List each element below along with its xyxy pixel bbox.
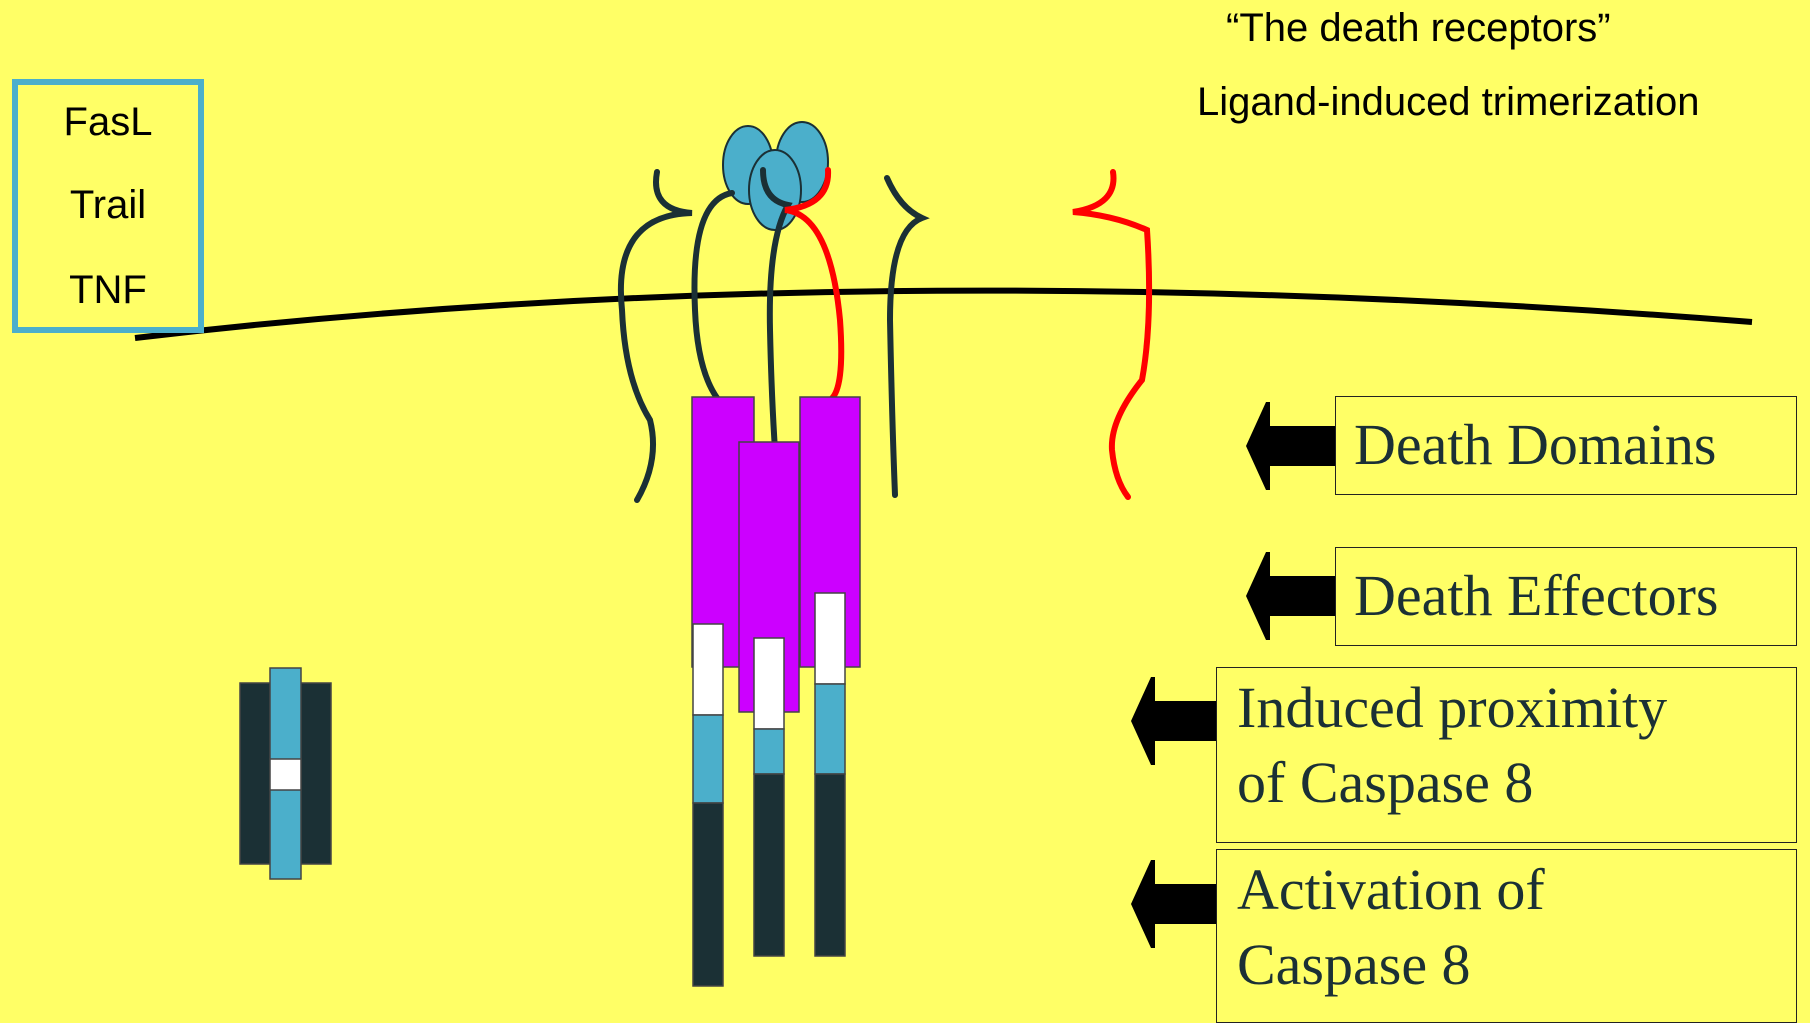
ligand-item-fasl: FasL [18,100,198,145]
step-label-death-domains: Death Domains [1335,396,1797,495]
step-label-text: Death Domains [1336,407,1796,482]
arrow-left-icon [1246,402,1337,490]
receptor-chain-5 [887,178,922,495]
ligand-item-trail: Trail [18,183,198,228]
diagram-title: “The death receptors” [1226,6,1611,51]
ligand-trimer [723,122,828,230]
step-label-text: Death Effectors [1336,558,1796,633]
caspase8-complex-2 [754,638,784,956]
step-label-text: Activation of [1217,852,1796,927]
arrow-left-icon [1131,677,1222,765]
step-label-activation: Activation of Caspase 8 [1216,849,1797,1023]
ligand-item-tnf: TNF [18,268,198,313]
receptor-chain-1 [621,172,692,500]
arrow-left-icon [1131,860,1222,948]
arrow-left-icon [1246,552,1337,640]
procaspase8-inactive [240,668,331,879]
step-label-text: Induced proximity [1217,670,1796,745]
cell-membrane [135,291,1752,338]
step-label-death-effectors: Death Effectors [1335,547,1797,646]
receptor-chain-6 [1073,172,1149,497]
ligand-list-box: FasL Trail TNF [12,79,204,333]
step-label-text: Caspase 8 [1217,927,1796,1002]
caspase8-complex-1 [693,624,723,986]
step-label-induced-proximity: Induced proximity of Caspase 8 [1216,667,1797,843]
diagram-subtitle: Ligand-induced trimerization [1197,80,1700,125]
caspase8-complex-3 [815,593,845,956]
step-label-text: of Caspase 8 [1217,745,1796,820]
